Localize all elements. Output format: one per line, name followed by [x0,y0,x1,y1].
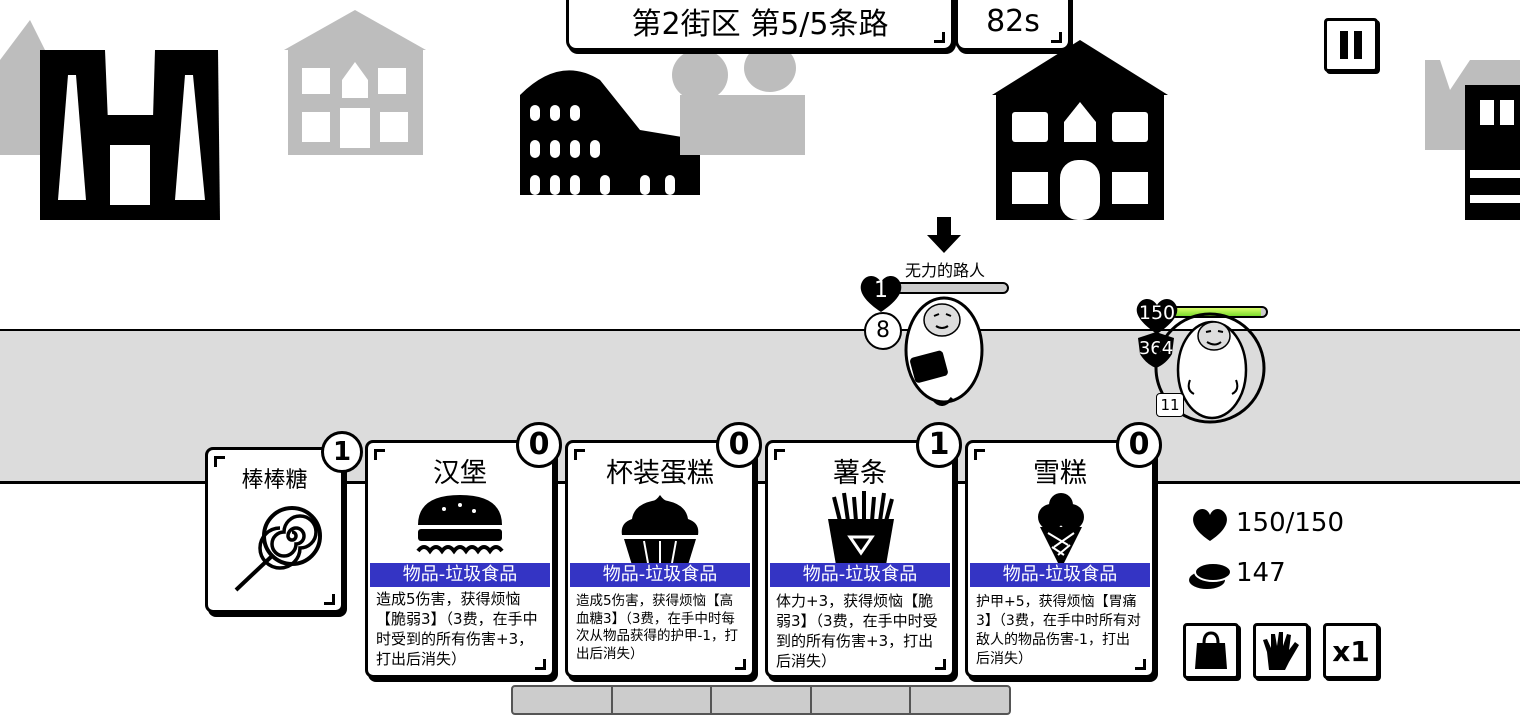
timer-box: 82s [955,0,1071,51]
card-title: 汉堡 [433,458,487,489]
pile-slot [613,687,713,713]
player-hp-text: 150/150 [1236,508,1345,538]
player-hp-badge: 150 [1134,296,1180,336]
enemy-intent-badge: 8 [864,312,902,350]
player-character[interactable] [1150,310,1270,425]
pile-slots [511,685,1011,715]
fries-icon [828,491,894,565]
card-title: 棒棒糖 [241,468,308,493]
background-skyline [0,10,1520,220]
cupcake-icon [621,495,699,565]
card-description: 护甲+5，获得烦恼【胃痛3】（3费，在手中时所有对敌人的物品伤害-1，打出后消失… [976,594,1141,667]
player-stack-badge: 11 [1156,393,1184,417]
lollipop-icon [234,506,322,592]
colosseum-building [520,70,700,195]
heart-icon [1193,509,1227,541]
speed-label: x1 [1332,634,1370,668]
hand-button[interactable] [1253,623,1309,679]
timer-text: 82s [986,3,1040,39]
card-burger[interactable]: 汉堡 物品-垃圾食品 造成5伤害，获得烦恼【脆弱3】（3费，在手中时受到的所有伤… [365,440,555,678]
location-banner: 第2街区 第5/5条路 [566,0,954,51]
pile-slot [812,687,912,713]
card-tag: 物品-垃圾食品 [970,563,1150,587]
enemy-character[interactable] [898,292,988,414]
card-cost: 0 [516,422,562,468]
player-armor-text: 364 [1138,338,1174,359]
pause-button[interactable] [1324,18,1378,72]
card-cost: 1 [916,422,962,468]
card-title: 薯条 [833,458,887,489]
card-title: 杯装蛋糕 [606,458,714,489]
bag-icon [1195,631,1227,669]
card-cost: 0 [716,422,762,468]
card-fries[interactable]: 薯条 物品-垃圾食品 体力+3，获得烦恼【脆弱3】（3费，在手中时受到的所有伤害… [765,440,955,678]
coins-icon [1189,562,1232,589]
card-description: 体力+3，获得烦恼【脆弱3】（3费，在手中时受到的所有伤害+3，打出后消失） [776,592,938,670]
card-cost: 1 [321,431,363,473]
enemy-hp-badge: 1 [858,272,904,314]
player-armor-badge: 364 [1134,330,1178,370]
pause-icon [1340,31,1362,59]
enemy-intent-text: 8 [876,318,890,343]
target-arrow-icon [927,217,961,253]
enemy-hp-text: 1 [874,278,888,303]
card-cost: 0 [1116,422,1162,468]
card-tag: 物品-垃圾食品 [770,563,950,587]
card-lollipop[interactable]: 棒棒糖 [205,447,344,613]
location-text: 第2街区 第5/5条路 [631,7,889,42]
enemy-name: 无力的路人 [904,261,985,280]
burger-icon [416,495,504,555]
pile-slot [513,687,613,713]
bag-button[interactable] [1183,623,1239,679]
icecream-icon [1038,493,1084,569]
pile-slot [911,687,1009,713]
pile-slot [712,687,812,713]
player-hp-badge-text: 150 [1138,302,1176,324]
card-icecream[interactable]: 雪糕 物品-垃圾食品 护甲+5，获得烦恼【胃痛3】（3费，在手中时所有对敌人的物… [965,440,1155,678]
hand-icon [1263,632,1299,670]
card-description: 造成5伤害，获得烦恼【高血糖3】（3费，在手中时每次从物品获得的护甲-1，打出后… [576,593,738,662]
card-description: 造成5伤害，获得烦恼【脆弱3】（3费，在手中时受到的所有伤害+3，打出后消失） [376,590,538,668]
player-coins-text: 147 [1236,558,1286,588]
card-title: 雪糕 [1033,458,1087,489]
card-tag: 物品-垃圾食品 [370,563,550,587]
card-cupcake[interactable]: 杯装蛋糕 物品-垃圾食品 造成5伤害，获得烦恼【高血糖3】（3费，在手中时每次从… [565,440,755,678]
card-tag: 物品-垃圾食品 [570,563,750,587]
speed-button[interactable]: x1 [1323,623,1379,679]
player-stack-text: 11 [1160,396,1180,414]
